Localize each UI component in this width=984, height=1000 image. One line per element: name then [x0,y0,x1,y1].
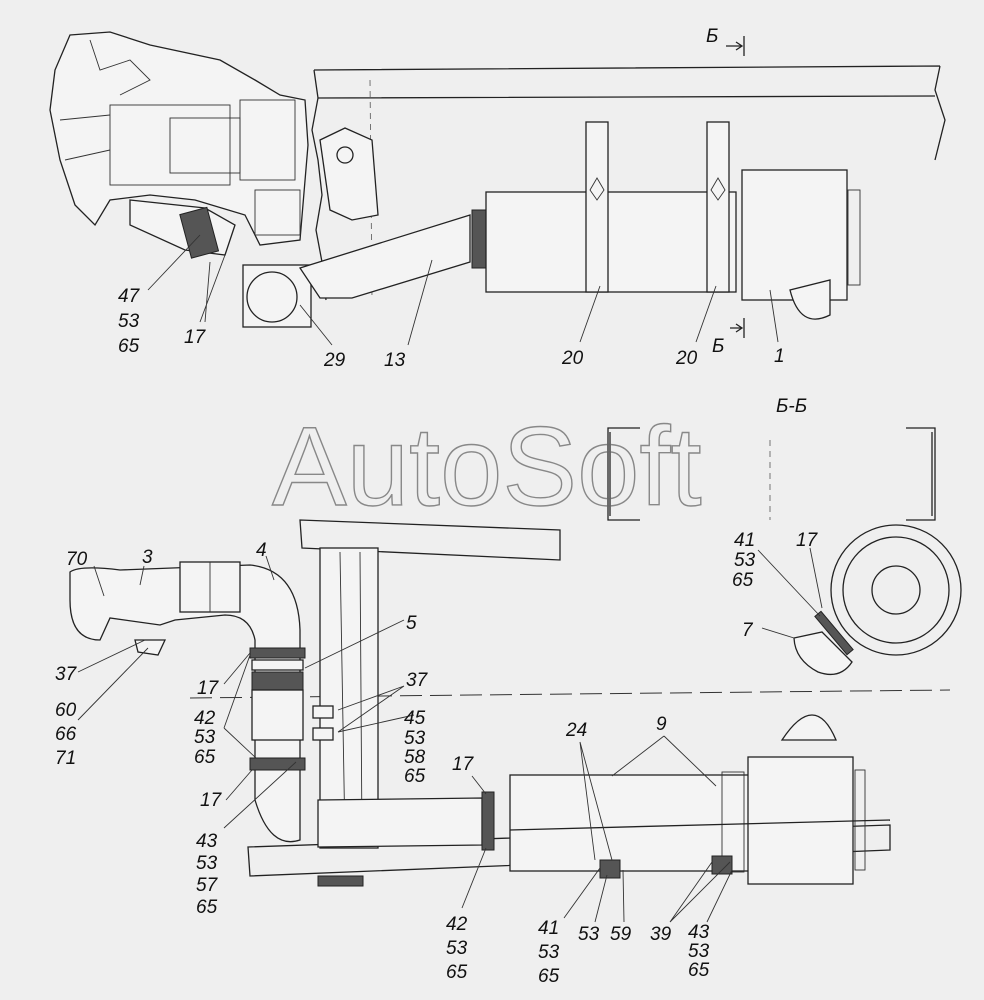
muffler [485,191,737,293]
callout-53: 53 [118,311,140,332]
callout-17: 17 [200,790,223,811]
callout-65: 65 [118,336,140,357]
callout-66: 66 [55,724,77,745]
callout-24: 24 [565,720,587,741]
callout-17: 17 [796,530,819,551]
muffler-brackets [585,121,730,293]
callout-53: 53 [688,941,710,962]
callout-65: 65 [732,570,754,591]
callout-4: 4 [256,540,267,561]
callout-65: 65 [404,766,426,787]
section-mark-top: Б [706,26,718,47]
callout-57: 57 [196,875,219,896]
exhaust-brake [129,199,236,256]
callout-7: 7 [742,620,754,641]
pipe-13 [298,214,471,299]
callout-42: 42 [194,708,216,729]
callout-17: 17 [452,754,475,775]
frame-bracket [319,127,379,221]
callout-53: 53 [734,550,756,571]
air-cleaner-side [747,756,854,885]
callout-43: 43 [688,922,710,943]
air-cleaner [741,169,848,301]
flange [242,264,312,328]
callout-37: 37 [55,664,78,685]
section-view: Б-Б 41 53 65 17 7 [607,396,962,676]
watermark-logo: AutoSoft [272,404,702,529]
callout-42: 42 [446,914,468,935]
callout-20: 20 [561,348,584,369]
callout-47: 47 [118,286,141,307]
callout-53: 53 [578,924,600,945]
engine-assembly [49,31,309,246]
callout-5: 5 [406,613,417,634]
callout-53: 53 [404,728,426,749]
callout-65: 65 [196,897,218,918]
callout-17: 17 [197,678,220,699]
callout-71: 71 [55,748,76,769]
callout-53: 53 [194,727,216,748]
callout-53: 53 [196,853,218,874]
callout-17: 17 [184,327,207,348]
callout-45: 45 [404,708,426,729]
callout-39: 39 [650,924,672,945]
callout-3: 3 [142,547,153,568]
callout-70: 70 [66,549,88,570]
callout-65: 65 [538,966,560,987]
callout-60: 60 [55,700,77,721]
flex-bellows [249,647,306,771]
section-title: Б-Б [776,396,807,417]
intake-pipe-3 [69,564,301,843]
callout-65: 65 [688,960,710,981]
muffler-side [509,774,751,872]
frame-rail [311,65,946,301]
side-view: 70 3 4 5 37 60 66 71 17 42 53 65 37 45 5… [55,519,951,987]
callout-65: 65 [194,747,216,768]
callout-59: 59 [610,924,632,945]
intake-pipe-7 [793,631,853,676]
callout-29: 29 [323,350,346,371]
callout-41: 41 [538,918,559,939]
callout-20: 20 [675,348,698,369]
air-cleaner-section [830,524,962,656]
callout-1: 1 [774,346,785,367]
callout-13: 13 [384,350,406,371]
callout-53: 53 [538,942,560,963]
callout-43: 43 [196,831,218,852]
callout-37: 37 [406,670,429,691]
top-view: Б Б 47 53 65 17 29 13 20 20 1 [49,26,946,371]
callout-58: 58 [404,747,426,768]
callout-53: 53 [446,938,468,959]
callout-9: 9 [656,714,667,735]
section-mark-bottom: Б [712,336,724,357]
callout-41: 41 [734,530,755,551]
callout-65: 65 [446,962,468,983]
